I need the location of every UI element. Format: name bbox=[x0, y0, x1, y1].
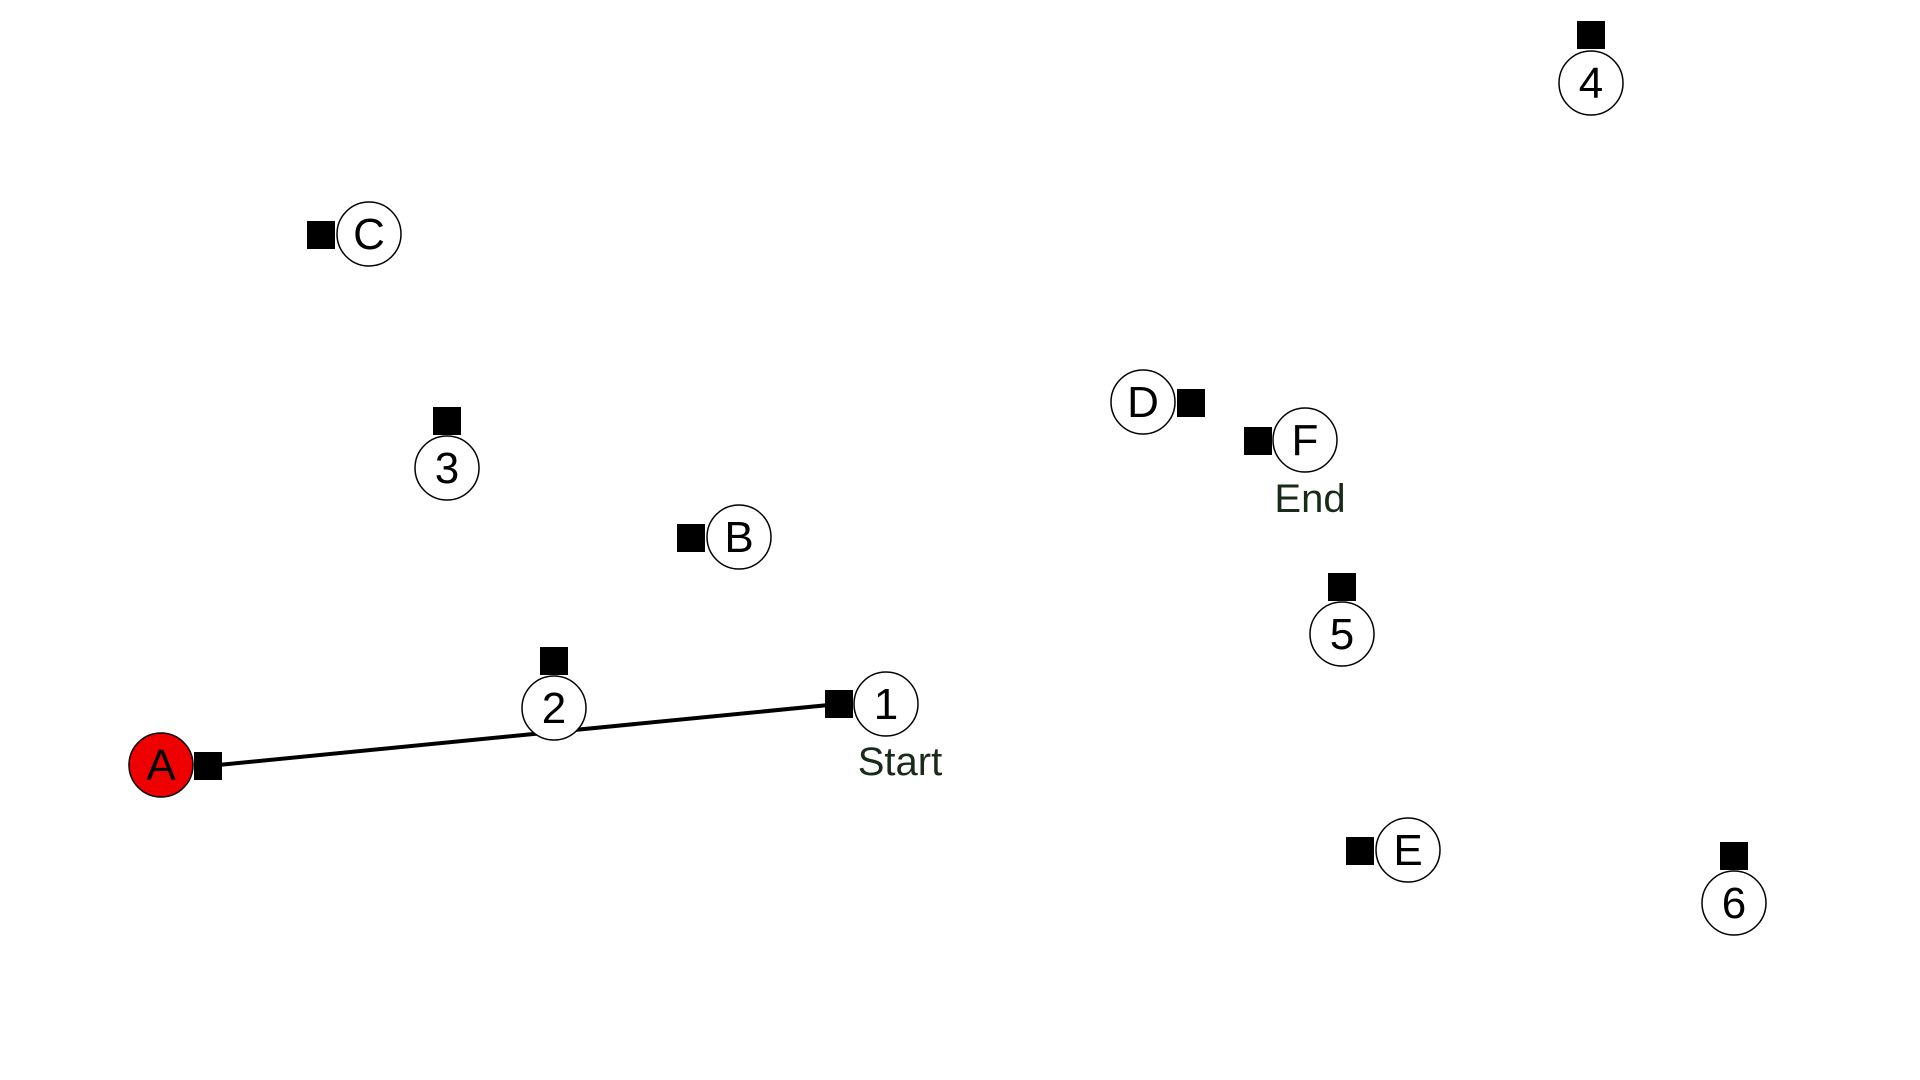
connector-6[interactable] bbox=[1720, 842, 1748, 870]
node-label-D: D bbox=[1127, 378, 1159, 427]
node-circle-A[interactable] bbox=[128, 732, 194, 798]
node-circle-C[interactable] bbox=[336, 201, 402, 267]
node-circle-F[interactable] bbox=[1272, 407, 1338, 473]
node-label-1: 1 bbox=[874, 680, 898, 729]
node-3[interactable]: 3 bbox=[414, 407, 480, 501]
node-4[interactable]: 4 bbox=[1558, 21, 1624, 116]
node-5[interactable]: 5 bbox=[1309, 573, 1375, 667]
node-F[interactable]: F bbox=[1244, 407, 1338, 473]
path-segment-A-1 bbox=[207, 702, 840, 768]
node-B[interactable]: B bbox=[677, 504, 772, 570]
node-circle-B[interactable] bbox=[706, 504, 772, 570]
node-circle-E[interactable] bbox=[1375, 817, 1441, 883]
path-layer bbox=[207, 702, 840, 768]
connector-D[interactable] bbox=[1177, 389, 1205, 417]
node-1[interactable]: 1 bbox=[825, 671, 919, 737]
connector-E[interactable] bbox=[1346, 837, 1374, 865]
node-C[interactable]: C bbox=[307, 201, 402, 267]
node-label-4: 4 bbox=[1579, 59, 1603, 108]
node-A[interactable]: A bbox=[128, 732, 222, 798]
node-circle-6[interactable] bbox=[1701, 870, 1767, 936]
connector-3[interactable] bbox=[433, 407, 461, 435]
node-label-B: B bbox=[724, 513, 753, 562]
node-circle-2[interactable] bbox=[521, 675, 587, 741]
node-label-A: A bbox=[146, 741, 176, 790]
node-E[interactable]: E bbox=[1346, 817, 1441, 883]
connector-A[interactable] bbox=[194, 752, 222, 780]
connector-4[interactable] bbox=[1577, 21, 1605, 49]
node-label-C: C bbox=[353, 210, 385, 259]
node-label-5: 5 bbox=[1330, 610, 1354, 659]
node-circle-4[interactable] bbox=[1558, 50, 1624, 116]
connector-C[interactable] bbox=[307, 221, 335, 249]
node-circle-5[interactable] bbox=[1309, 601, 1375, 667]
node-label-2: 2 bbox=[542, 684, 566, 733]
node-circle-D[interactable] bbox=[1110, 369, 1176, 435]
node-D[interactable]: D bbox=[1110, 369, 1205, 435]
connector-B[interactable] bbox=[677, 524, 705, 552]
connector-1[interactable] bbox=[825, 690, 853, 718]
node-6[interactable]: 6 bbox=[1701, 842, 1767, 936]
connector-F[interactable] bbox=[1244, 427, 1272, 455]
node-layer: A B C D E F bbox=[128, 21, 1767, 936]
node-circle-1[interactable] bbox=[853, 671, 919, 737]
node-label-E: E bbox=[1393, 826, 1422, 875]
end-caption: End bbox=[1274, 477, 1345, 521]
node-label-F: F bbox=[1292, 416, 1319, 465]
start-caption: Start bbox=[858, 740, 942, 784]
node-label-6: 6 bbox=[1722, 879, 1746, 928]
node-label-3: 3 bbox=[435, 444, 459, 493]
connector-2[interactable] bbox=[540, 647, 568, 675]
connector-5[interactable] bbox=[1328, 573, 1356, 601]
node-2[interactable]: 2 bbox=[521, 647, 587, 741]
node-circle-3[interactable] bbox=[414, 435, 480, 501]
